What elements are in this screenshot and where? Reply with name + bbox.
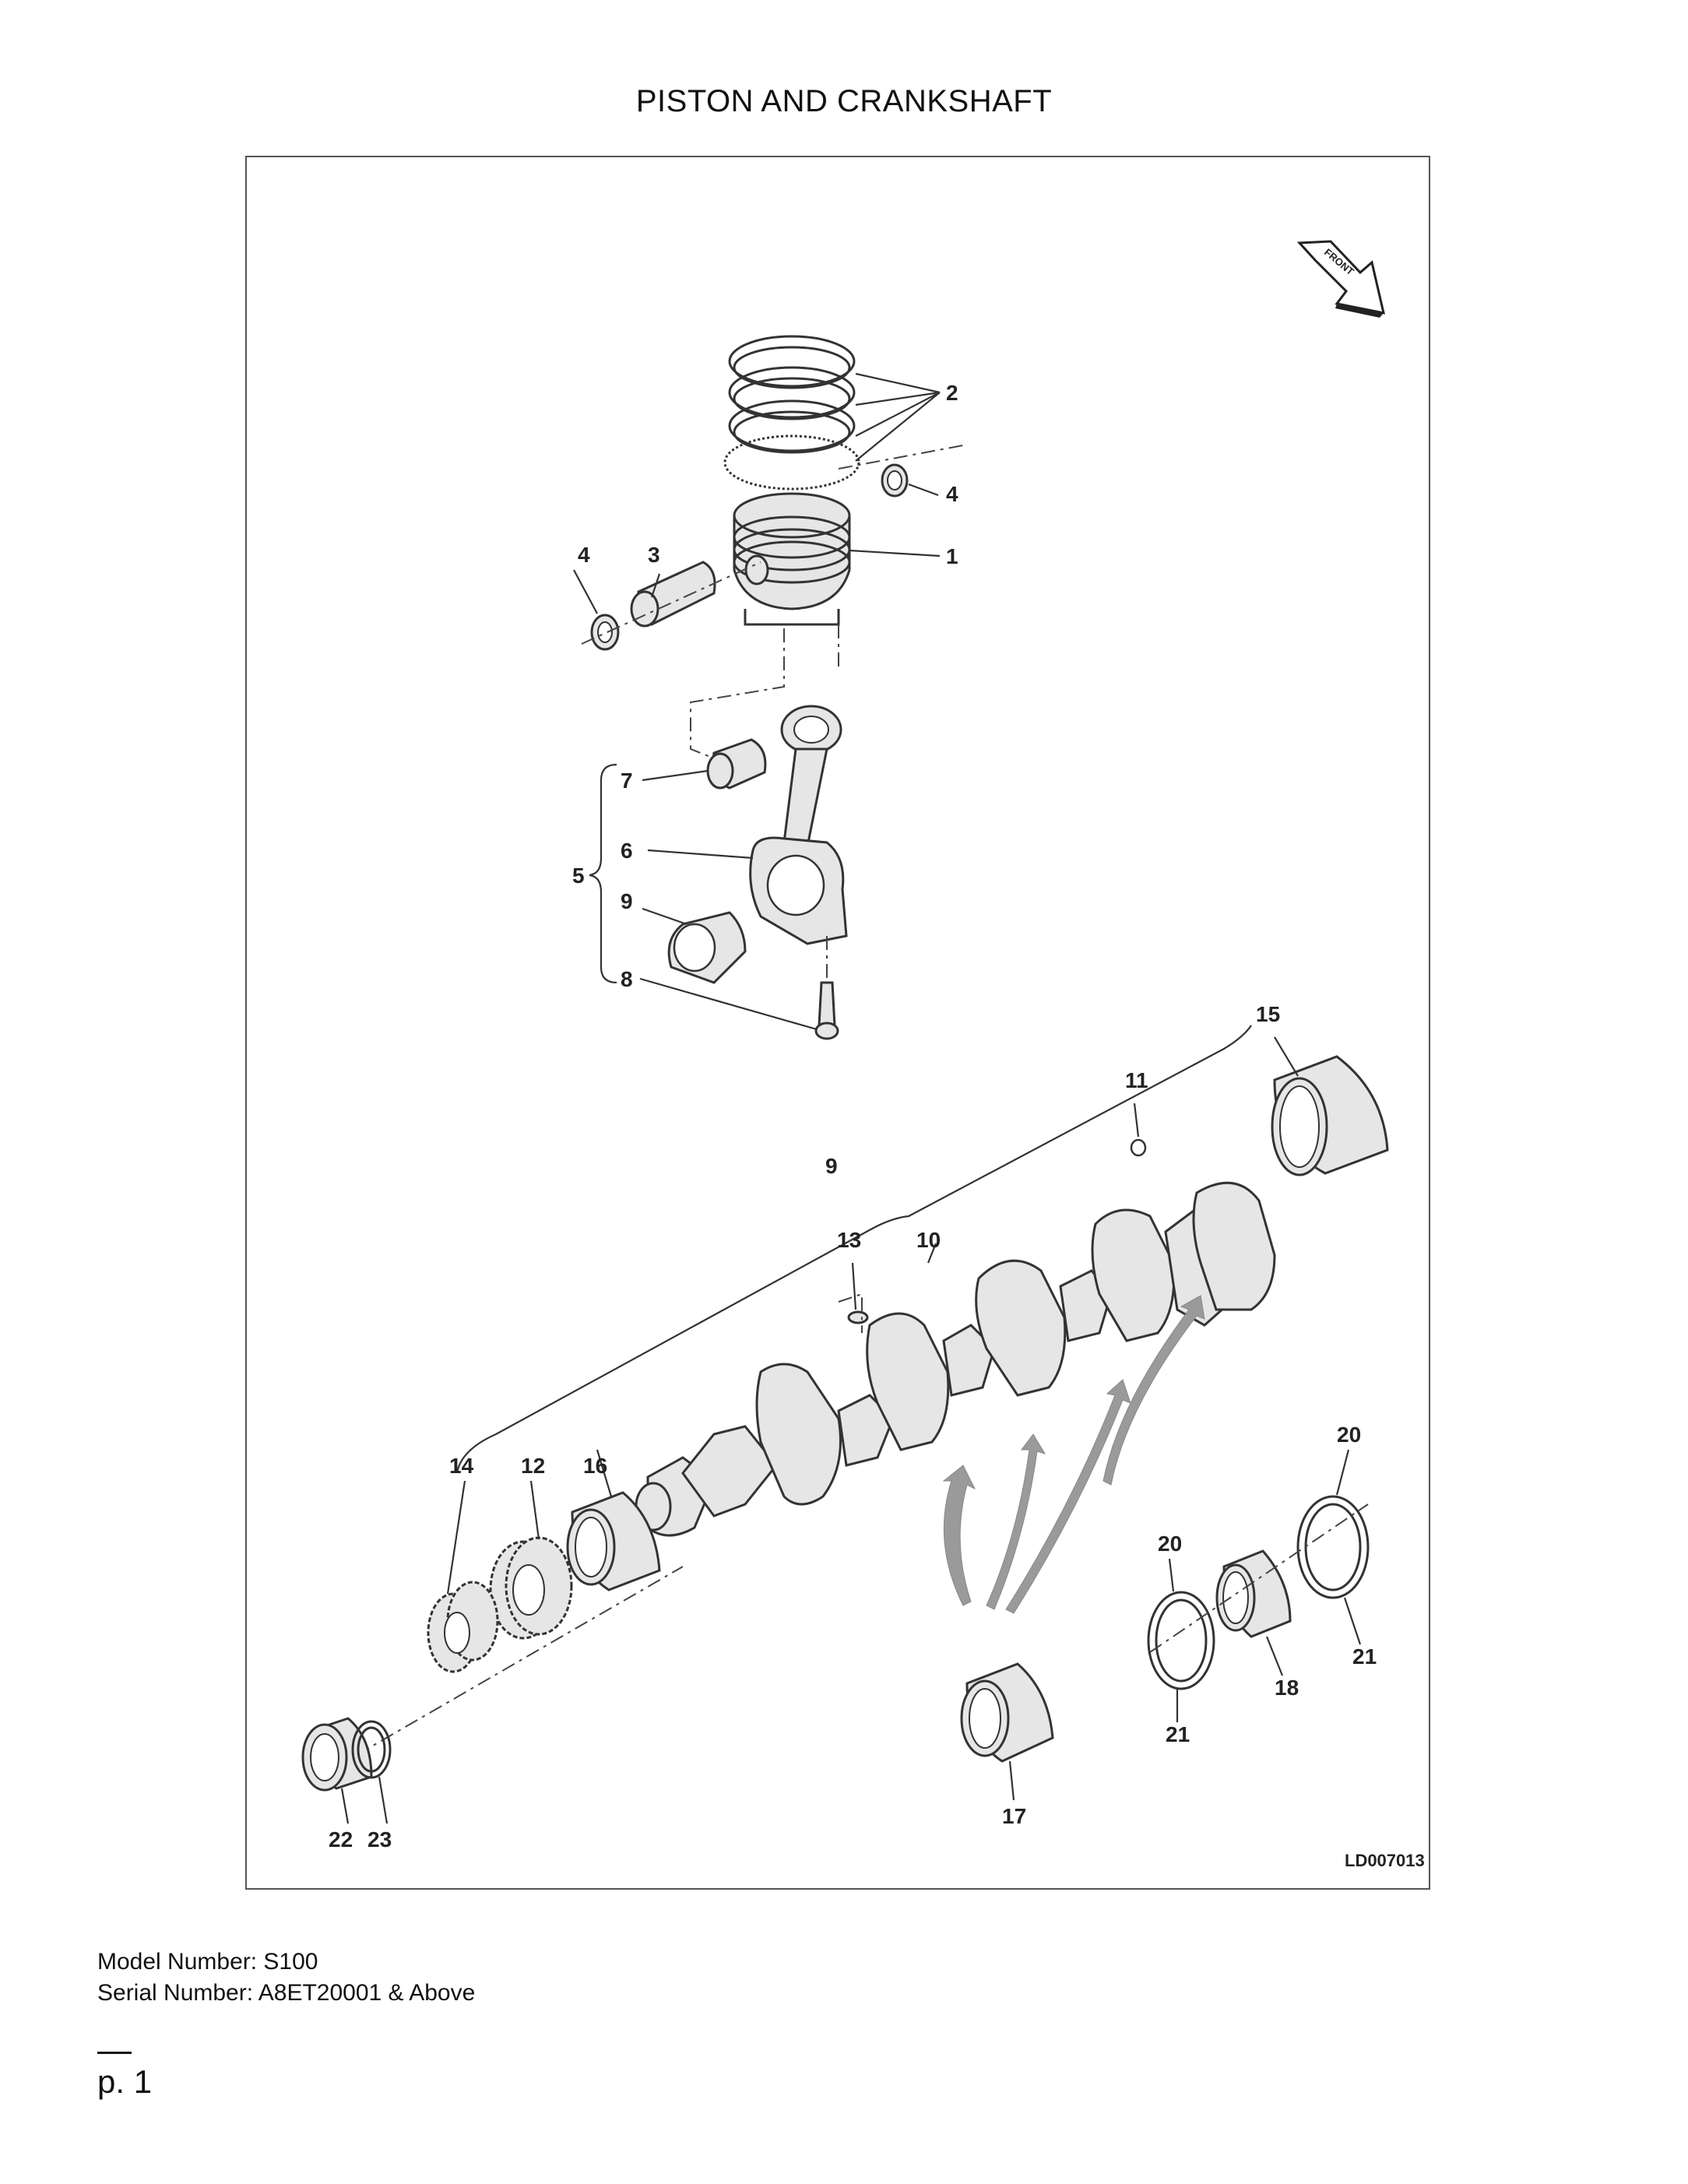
callout-20-front: 20 <box>1158 1532 1182 1556</box>
callout-18: 17 <box>1002 1804 1026 1828</box>
callout-20-rear: 20 <box>1337 1423 1361 1447</box>
callout-19: 18 <box>1275 1676 1299 1700</box>
callout-13: 12 <box>521 1454 545 1478</box>
thrust-washer-front <box>1147 1591 1215 1690</box>
callout-11: 10 <box>916 1228 941 1252</box>
page-number-rule <box>97 2052 132 2054</box>
callout-23: 23 <box>367 1827 392 1852</box>
callout-3: 3 <box>648 543 660 567</box>
oil-pump-gear <box>427 1581 499 1673</box>
callout-10: 9 <box>825 1154 838 1178</box>
serial-number: Serial Number: A8ET20001 & Above <box>97 1980 476 2006</box>
callout-4-right: 4 <box>946 482 958 506</box>
figure-id: LD007013 <box>1345 1851 1425 1870</box>
small-end-bushing <box>706 738 767 790</box>
page-title: PISTON AND CRANKSHAFT <box>635 84 1053 118</box>
callout-17: 16 <box>583 1454 607 1478</box>
model-number: Model Number: S100 <box>97 1949 318 1975</box>
crank-gear <box>489 1536 573 1640</box>
front-main-bushing <box>566 1491 661 1591</box>
callout-14: 13 <box>837 1228 861 1252</box>
callout-21-rear: 21 <box>1352 1644 1377 1669</box>
callout-7: 7 <box>621 768 633 793</box>
piston-rings <box>723 335 860 491</box>
oil-seal <box>301 1717 373 1792</box>
callout-9: 9 <box>621 889 633 913</box>
callout-5: 5 <box>572 863 585 888</box>
callout-2: 2 <box>946 381 958 405</box>
callout-1: 1 <box>946 544 958 568</box>
callout-16: 15 <box>1256 1002 1280 1026</box>
thrust-washer-rear <box>1296 1495 1370 1599</box>
plug <box>1130 1138 1147 1157</box>
callout-21-front: 21 <box>1166 1722 1190 1746</box>
callout-15: 14 <box>449 1454 474 1478</box>
callout-6: 6 <box>621 839 633 863</box>
page-number: p. 1 <box>97 2063 153 2100</box>
piston-pin <box>630 561 716 628</box>
thrust-bearing <box>1215 1549 1292 1638</box>
callout-4-left: 4 <box>578 543 590 567</box>
front-arrow-icon: FRONT <box>1296 240 1385 318</box>
big-end-bearing <box>667 911 747 984</box>
connecting-rod <box>749 705 848 945</box>
callout-8: 8 <box>621 967 633 991</box>
piston <box>733 492 851 626</box>
rod-bolt <box>814 981 839 1040</box>
main-bearing <box>960 1662 1054 1763</box>
callout-12: 11 <box>1125 1068 1148 1092</box>
callout-22: 22 <box>329 1827 353 1852</box>
exploded-parts-diagram: FRONT <box>245 156 1430 1890</box>
woodruff-key <box>847 1310 869 1324</box>
o-ring <box>351 1720 392 1779</box>
rear-bushing <box>1271 1055 1389 1176</box>
model-info: Model Number: S100 Serial Number: A8ET20… <box>97 1947 475 2009</box>
crankshaft <box>635 1181 1276 1537</box>
